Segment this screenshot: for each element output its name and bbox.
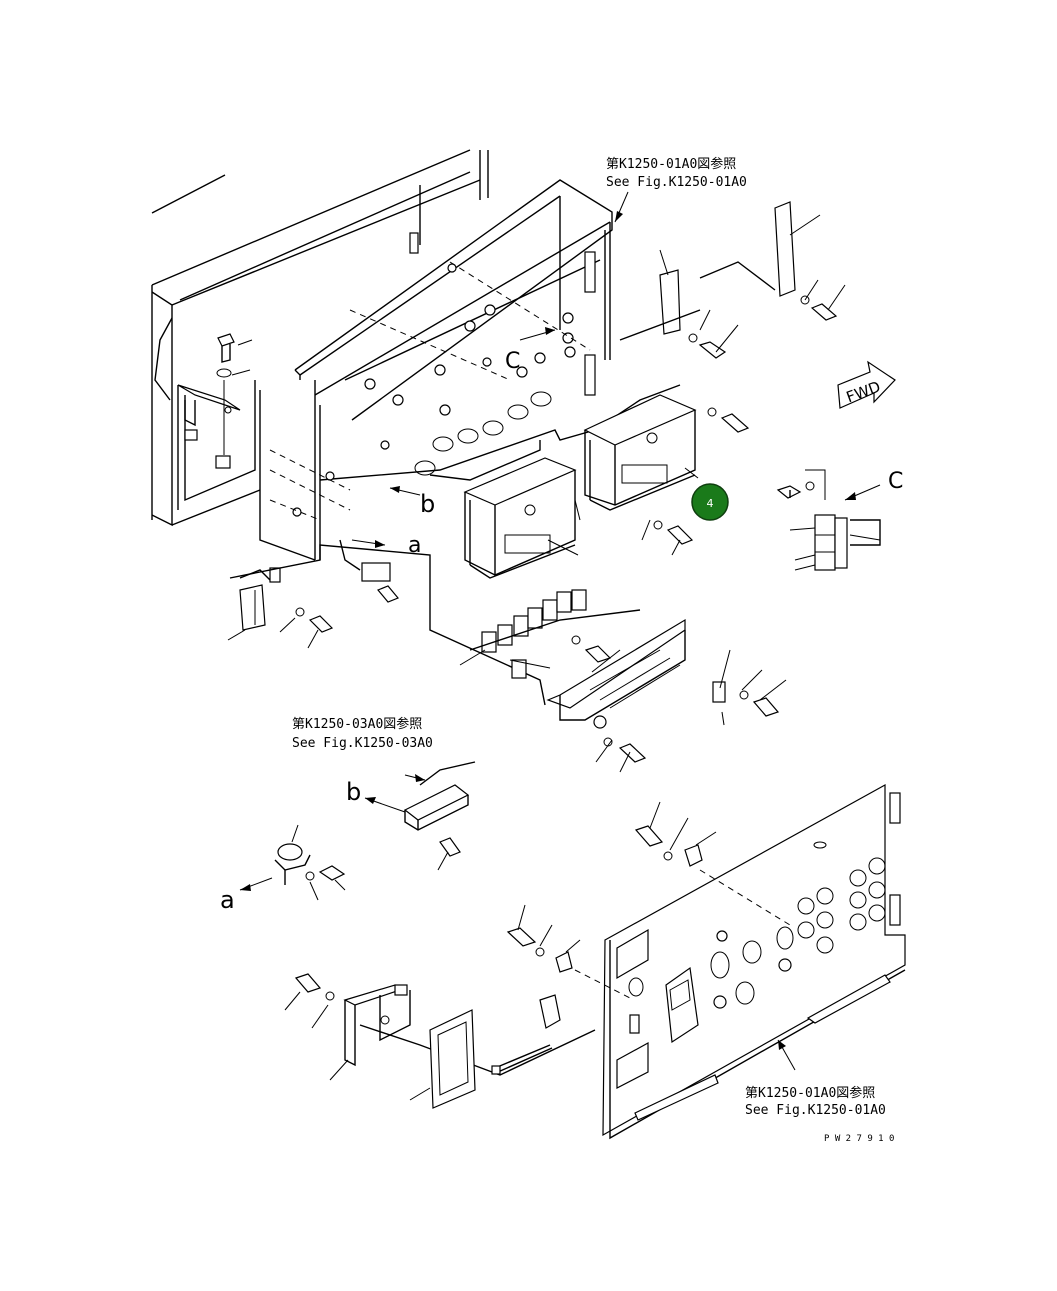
main-housing xyxy=(259,179,681,561)
forward-direction-arrow: FWD xyxy=(837,360,896,409)
reference-top-en: See Fig.K1250-01A0 xyxy=(606,175,747,190)
resistor-block-left xyxy=(463,457,577,579)
reference-middle-jp: 第K1250-03A0図参照 xyxy=(292,716,422,732)
connection-letter-a-lower: a xyxy=(220,886,235,914)
drawing-id: P W 2 7 9 1 0 xyxy=(824,1134,894,1144)
gasket xyxy=(409,1009,476,1109)
lower-fasteners xyxy=(284,801,717,1029)
cable-tie xyxy=(491,994,561,1075)
part-callout-4[interactable]: 4 xyxy=(691,483,729,521)
cab-frame xyxy=(151,149,489,527)
harness-and-relays xyxy=(227,467,787,773)
connection-letter-b-upper: b xyxy=(420,490,435,518)
resistor-block-right xyxy=(583,394,697,511)
switch-block xyxy=(776,469,881,571)
reference-bottom-en: See Fig.K1250-01A0 xyxy=(745,1103,886,1118)
connection-letter-c-right: C xyxy=(888,469,903,494)
sensor-assembly xyxy=(239,824,346,901)
control-panel xyxy=(574,783,906,1140)
cable-connector-assembly xyxy=(364,761,476,871)
terminal-plates xyxy=(619,201,846,545)
connection-letter-c-upper: C xyxy=(505,349,520,374)
connection-letter-a-upper: a xyxy=(408,533,421,558)
reference-top-jp: 第K1250-01A0図参照 xyxy=(606,156,736,172)
reference-leaders xyxy=(351,191,629,548)
connection-letter-b-lower: b xyxy=(346,778,361,806)
reference-bottom-jp: 第K1250-01A0図参照 xyxy=(745,1085,875,1101)
callout-marker[interactable] xyxy=(691,483,729,521)
reference-middle-en: See Fig.K1250-03A0 xyxy=(292,736,433,751)
callout-number: 4 xyxy=(707,497,714,510)
